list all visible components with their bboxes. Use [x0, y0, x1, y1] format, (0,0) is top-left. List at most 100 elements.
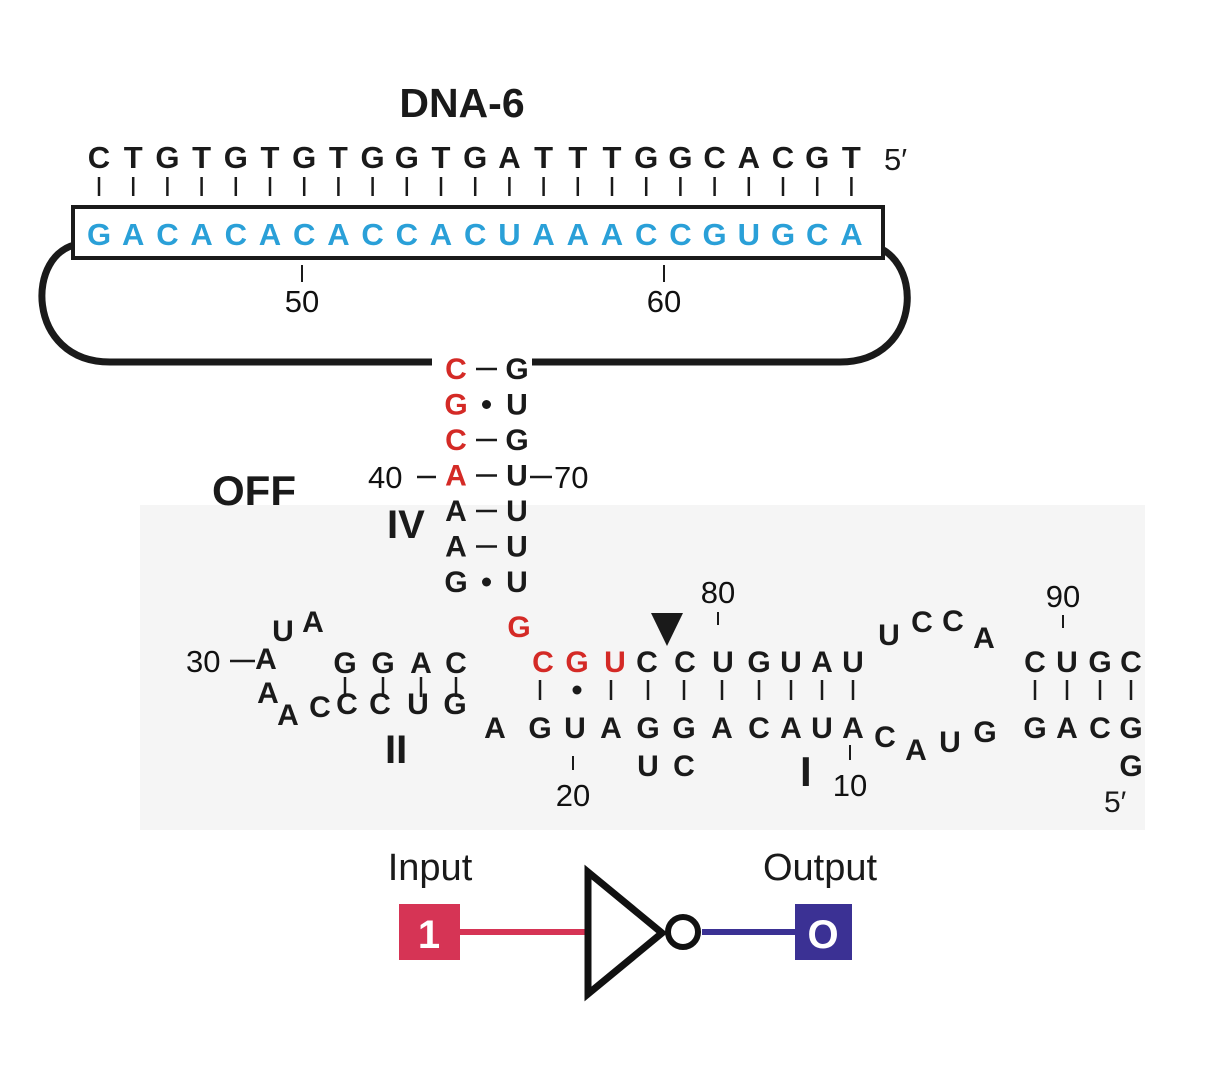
dna-base: C	[772, 140, 794, 175]
stem-i-bottom-base: U	[811, 712, 833, 745]
wobble-pair-dot	[572, 685, 582, 695]
stem-ii-upper-base: A	[410, 647, 432, 680]
rna-base: A	[567, 217, 589, 252]
output-box	[795, 904, 852, 960]
stem-i-top-base: U	[842, 646, 864, 679]
dna-base: G	[668, 140, 692, 175]
rna-base: C	[361, 217, 383, 252]
stem-i-bottom-base: A	[711, 712, 733, 745]
rna-base: U	[498, 217, 520, 252]
stem-iv-right-base: U	[506, 389, 528, 422]
stem-ii-upper-base: G	[333, 647, 356, 680]
dna-base: C	[88, 140, 110, 175]
tail-base: G	[1119, 750, 1142, 783]
dna-base: T	[124, 140, 143, 175]
rna-base: U	[738, 217, 760, 252]
wobble-pair-dot	[482, 577, 491, 587]
stem-iv-left-base: G	[444, 389, 467, 422]
position-20: 20	[556, 778, 590, 813]
stem-i-top-base: G	[565, 646, 588, 679]
dna-base: T	[603, 140, 622, 175]
stem-i-bottom-base: A	[484, 712, 506, 745]
dna-base: T	[534, 140, 553, 175]
loop-ucca-base: A	[973, 622, 995, 655]
stem-i-bottom-base: U	[564, 712, 586, 745]
loop-line-left	[38, 240, 432, 366]
strand-base: C	[874, 721, 896, 754]
rna-base: A	[601, 217, 623, 252]
stem-ii-upper-base: C	[445, 647, 467, 680]
stem-iv-left-base: C	[445, 424, 467, 457]
rna-base: A	[259, 217, 281, 252]
dna-base: T	[329, 140, 348, 175]
stem-ii-lower-base: C	[369, 688, 391, 721]
stem-iv-label: IV	[387, 503, 425, 547]
stem-p-top-base: U	[1056, 646, 1078, 679]
not-gate-triangle	[584, 864, 668, 1002]
dna-base: G	[395, 140, 419, 175]
junction-base: G	[507, 611, 530, 644]
stem-ii-lower-base: G	[443, 688, 466, 721]
cleavage-site-marker	[651, 613, 683, 646]
rna-base: G	[87, 217, 111, 252]
rna-base: A	[532, 217, 554, 252]
loop-base: U	[272, 615, 294, 648]
loop-base: A	[255, 643, 277, 676]
stem-i-bottom-base: G	[672, 712, 695, 745]
rna-base: A	[840, 217, 862, 252]
rna-base: G	[771, 217, 795, 252]
dna-5prime-label: 5′	[884, 142, 907, 177]
stem-ii-lower-base: U	[407, 688, 429, 721]
stem-p-bottom-base: G	[1119, 712, 1142, 745]
stem-i-bottom-base: G	[528, 712, 551, 745]
rna-base: C	[635, 217, 657, 252]
strand-base: A	[905, 734, 927, 767]
stem-i-bottom-base: A	[780, 712, 802, 745]
input-box	[399, 904, 460, 960]
dna-base: T	[842, 140, 861, 175]
dna-base: G	[292, 140, 316, 175]
rna-base: C	[464, 217, 486, 252]
input-value: 1	[418, 913, 440, 957]
stem-ii-label: II	[385, 728, 407, 772]
ruler-label-50: 50	[285, 284, 319, 319]
position-80: 80	[701, 575, 735, 610]
dna-base: T	[192, 140, 211, 175]
bulge-base: U	[637, 750, 659, 783]
dna-base: A	[498, 140, 520, 175]
loop-base: C	[309, 691, 331, 724]
stem-i-top-base: C	[674, 646, 696, 679]
stem-iv-left-base: C	[445, 353, 467, 386]
stem-i-bottom-base: A	[842, 712, 864, 745]
stem-iv-left-base: A	[445, 460, 467, 493]
dna-base: G	[224, 140, 248, 175]
dna-base: A	[738, 140, 760, 175]
stem-p-top-base: C	[1120, 646, 1142, 679]
stem-i-top-base: A	[811, 646, 833, 679]
dna-base: G	[361, 140, 385, 175]
stem-iv-right-base: U	[506, 495, 528, 528]
position-30: 30	[186, 644, 220, 679]
stem-p-bottom-base: C	[1089, 712, 1111, 745]
rna-base: G	[703, 217, 727, 252]
stem-i-top-base: U	[780, 646, 802, 679]
position-40: 40	[368, 460, 402, 495]
rna-base: A	[122, 217, 144, 252]
dna-base: G	[155, 140, 179, 175]
stem-iv-right-base: U	[506, 460, 528, 493]
input-label: Input	[388, 847, 473, 889]
output-value: O	[807, 913, 838, 957]
loop-base: A	[302, 606, 324, 639]
stem-i-top-base: C	[532, 646, 554, 679]
stem-p-bottom-base: A	[1056, 712, 1078, 745]
loop-line-right	[532, 240, 911, 366]
loop-ucca-base: C	[942, 605, 964, 638]
loop-base: A	[257, 677, 279, 710]
dna-base: G	[634, 140, 658, 175]
position-10: 10	[833, 768, 867, 803]
